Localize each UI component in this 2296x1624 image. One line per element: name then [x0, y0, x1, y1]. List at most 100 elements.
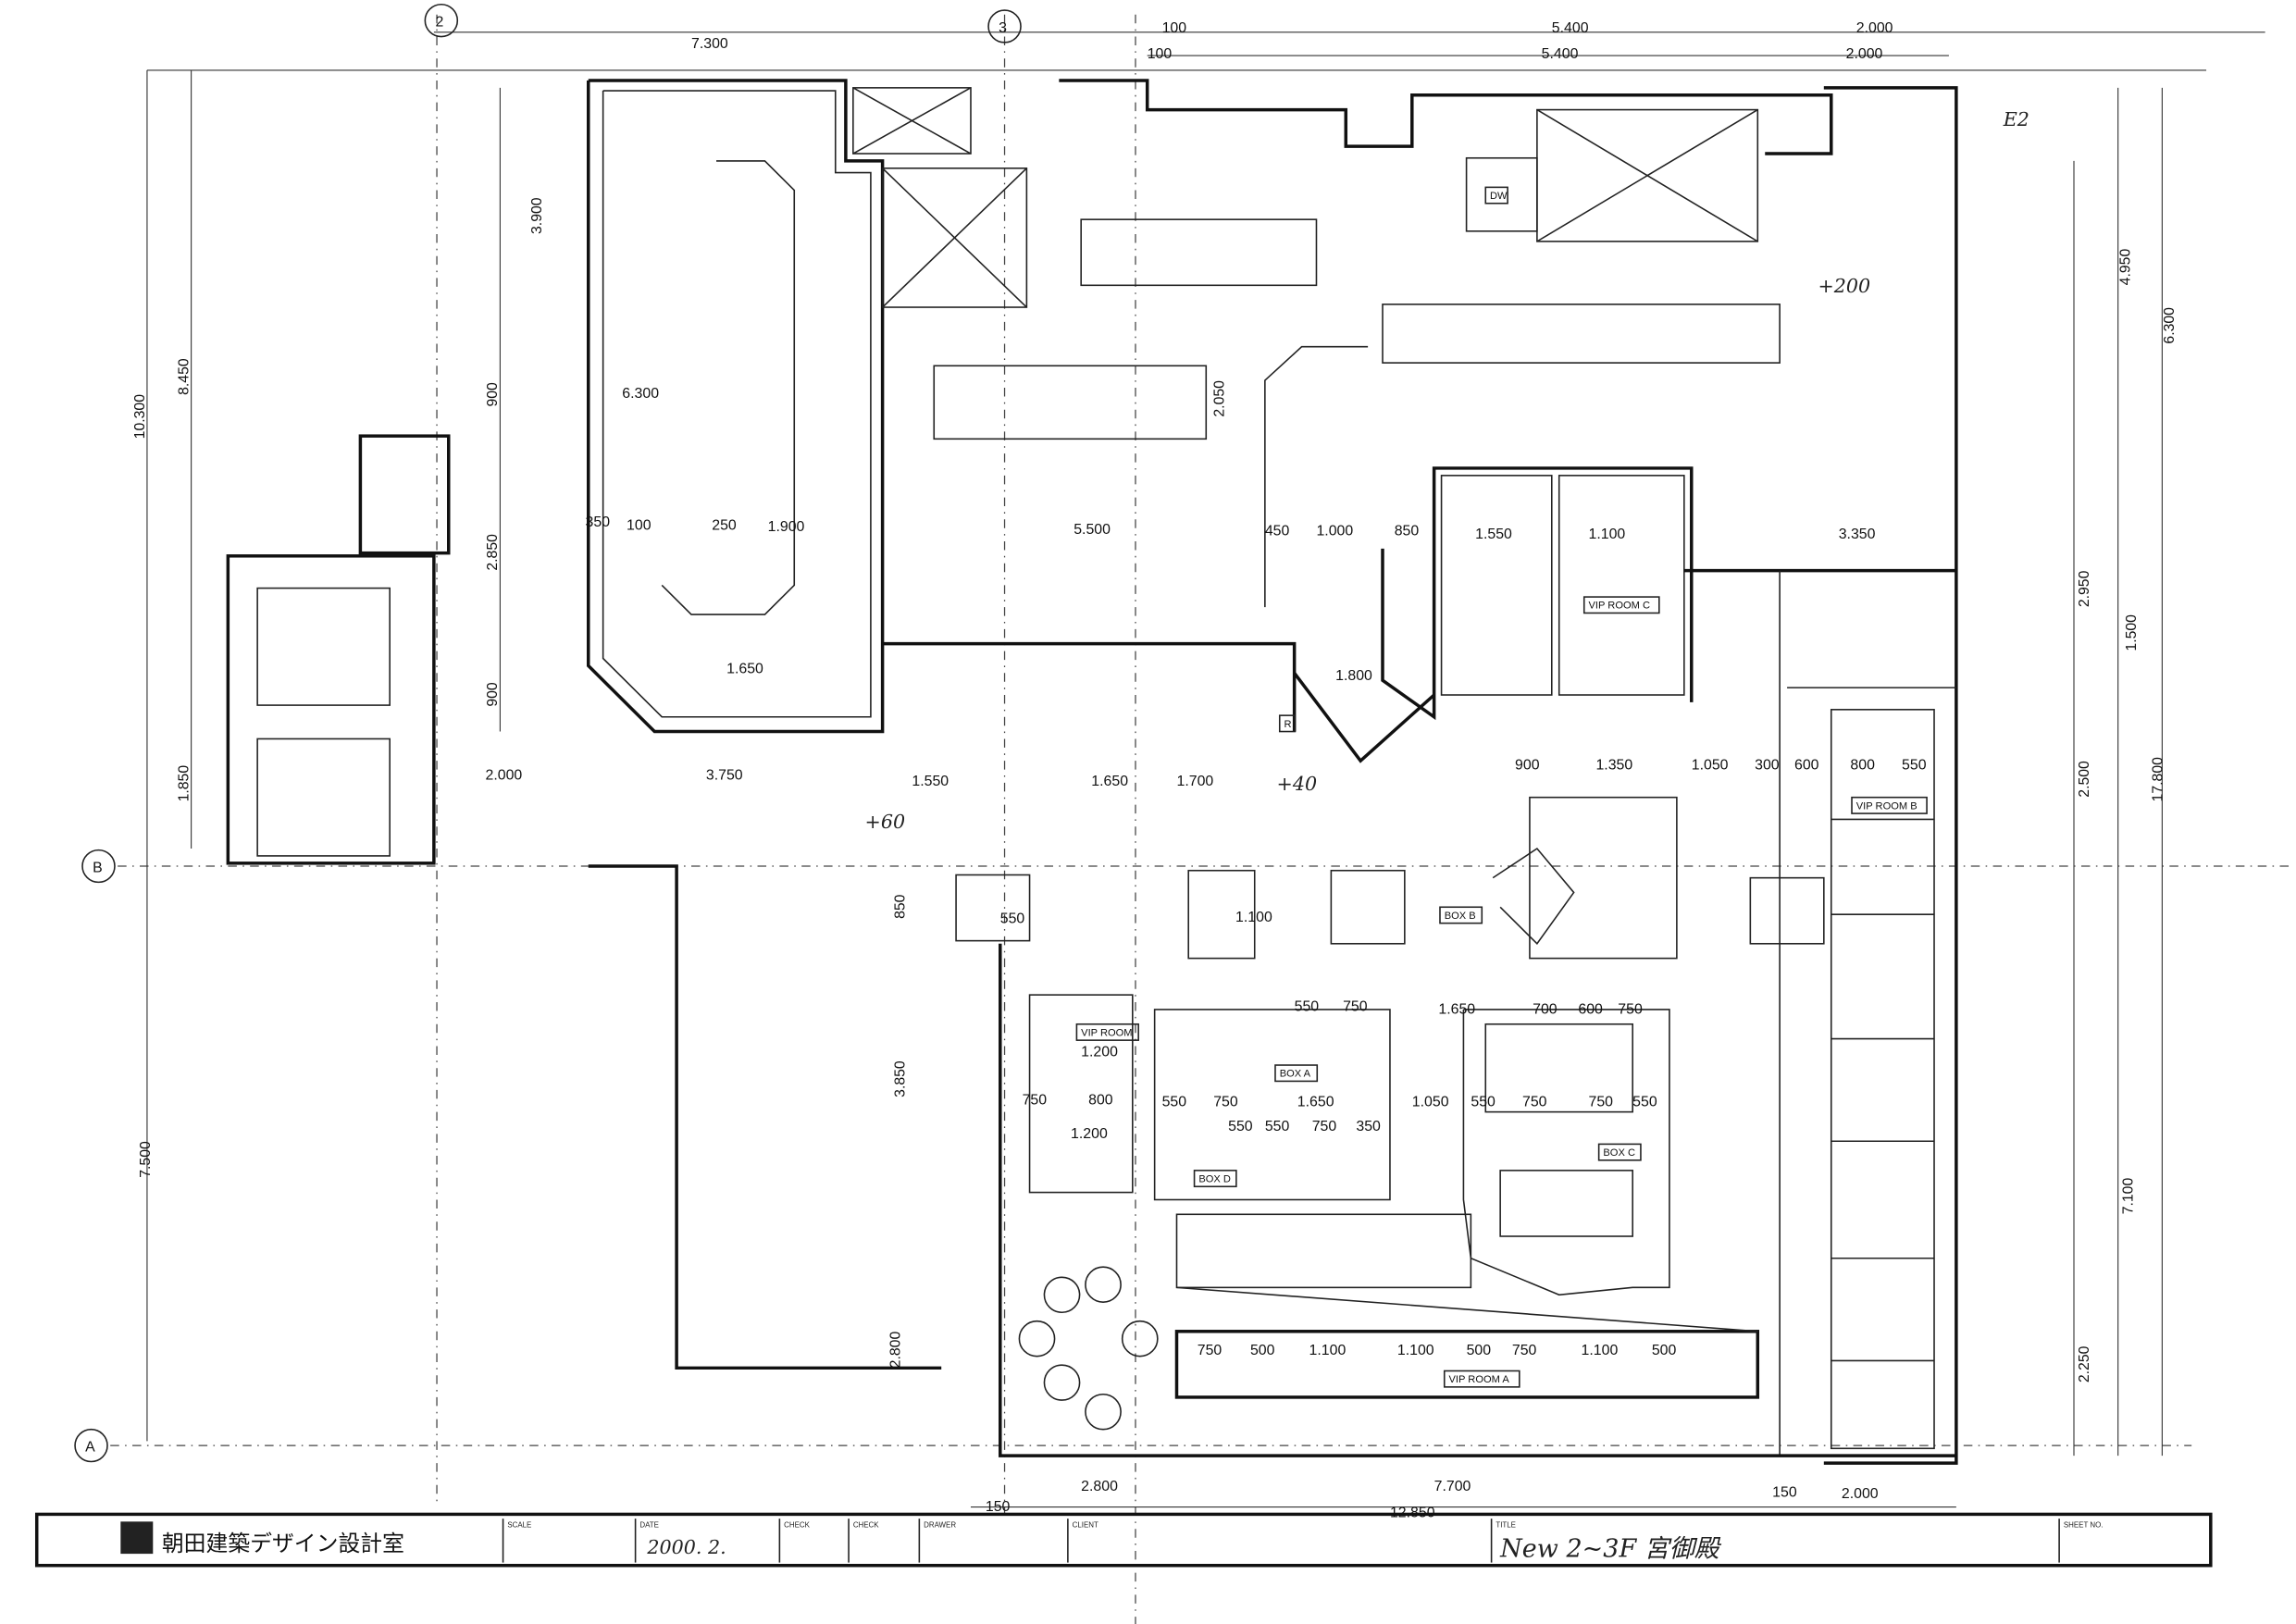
dimension-label: 300 — [1755, 758, 1780, 774]
dimension-label: 750 — [1213, 1094, 1238, 1110]
dimension-labels: 7.300 100 5.400 2.000 100 5.400 2.000 3.900 10.3… — [132, 20, 2178, 1521]
dimension-label: 1.200 — [1081, 1045, 1118, 1060]
room-label-frame — [1851, 796, 1928, 814]
dimension-label: 250 — [712, 517, 737, 533]
dimension-label: 100 — [1162, 20, 1187, 36]
grid-lines — [110, 14, 2295, 1624]
dimension-label: 700 — [1533, 1002, 1558, 1018]
dimension-label: 5.500 — [1074, 522, 1111, 538]
sheet-no-label: SHEET NO. — [2064, 1521, 2104, 1530]
drawer-label: DRAWER — [924, 1521, 956, 1530]
scale-label: SCALE — [507, 1521, 531, 1530]
dimension-label: 100 — [1148, 46, 1173, 62]
dimension-label: 1.550 — [912, 774, 949, 789]
dimension-label: 5.400 — [1552, 20, 1589, 36]
dimension-label: 3.750 — [706, 768, 743, 784]
dimension-label: 7.300 — [691, 36, 728, 52]
dimension-label: 150 — [986, 1499, 1011, 1515]
dimension-label: 1.900 — [768, 519, 805, 535]
dimension-label: 800 — [1850, 758, 1875, 774]
dimension-label: 550 — [1471, 1094, 1496, 1110]
dimension-label: 6.300 — [622, 386, 659, 402]
dimension-label: 3.350 — [1839, 527, 1876, 542]
client-label: CLIENT — [1073, 1521, 1098, 1530]
dimension-label: 3.850 — [892, 1060, 908, 1097]
dimension-label: 350 — [586, 514, 611, 530]
dimension-label: 1.500 — [2124, 614, 2140, 651]
dimension-label: 10.300 — [132, 394, 148, 440]
dimension-label: 750 — [1589, 1094, 1614, 1110]
dimension-label: 7.500 — [138, 1141, 154, 1178]
dimension-label: 1.100 — [1309, 1343, 1347, 1358]
room-label-frame — [1274, 1064, 1319, 1083]
dimension-label: 500 — [1467, 1343, 1492, 1358]
dimension-label: 1.700 — [1176, 774, 1213, 789]
room-label-frame — [1193, 1170, 1237, 1188]
room-label-frame — [1484, 186, 1508, 205]
room-label: DW — [1490, 191, 1508, 202]
dimension-label: 3.900 — [529, 197, 545, 234]
dimension-label: 750 — [1512, 1343, 1537, 1358]
check-label: CHECK — [784, 1521, 810, 1530]
dimension-label: 7.100 — [2121, 1178, 2137, 1215]
dimension-label: 350 — [1356, 1119, 1381, 1134]
dimension-label: 550 — [1228, 1119, 1253, 1134]
dimension-label: 2.000 — [1856, 20, 1893, 36]
room-label-frame — [1439, 906, 1483, 924]
company-name: 朝田建築デザイン設計室 — [162, 1531, 404, 1556]
dimension-label: 750 — [1198, 1343, 1222, 1358]
dimension-label: 2.000 — [1846, 46, 1883, 62]
dimension-label: 1.050 — [1412, 1094, 1449, 1110]
dimension-label: 900 — [485, 682, 501, 707]
dimension-label: 450 — [1265, 524, 1290, 539]
handwritten-note: +200 — [1818, 275, 1870, 297]
dimension-label: 1.800 — [1335, 668, 1372, 684]
room-label-frame — [1597, 1143, 1642, 1161]
dimension-label: 1.100 — [1235, 910, 1272, 925]
dimension-label: 2.500 — [2077, 761, 2092, 798]
dimension-label: 750 — [1618, 1002, 1643, 1018]
dimension-label: 550 — [1902, 758, 1927, 774]
dimension-label: 800 — [1088, 1093, 1113, 1109]
room-label: R — [1285, 719, 1292, 730]
grid-marker-a: A — [85, 1439, 95, 1455]
dimension-label: 2.800 — [1081, 1479, 1118, 1494]
grid-marker-3: 3 — [999, 20, 1007, 36]
dimension-label: 1.000 — [1316, 524, 1353, 539]
company-logo-mark — [120, 1521, 154, 1555]
room-label: BOX D — [1198, 1174, 1231, 1185]
room-label: BOX B — [1445, 911, 1476, 922]
dimension-label: 750 — [1343, 999, 1368, 1015]
handwritten-note: +60 — [865, 811, 906, 833]
dimension-label: 1.200 — [1071, 1126, 1108, 1142]
dimension-label: 850 — [1395, 524, 1420, 539]
dimension-label: 2.250 — [2077, 1345, 2092, 1382]
dimension-label: 550 — [1295, 999, 1320, 1015]
room-label-frame — [1278, 714, 1297, 733]
title-value: New 2~3F 宮御殿 — [1499, 1534, 1722, 1563]
dimension-label: 750 — [1023, 1093, 1048, 1109]
dimension-label: 8.450 — [176, 358, 192, 395]
date-label: DATE — [639, 1521, 659, 1530]
grid-marker-b: B — [93, 860, 103, 875]
room-label: VIP ROOM — [1081, 1027, 1132, 1038]
dimension-label: 600 — [1578, 1002, 1603, 1018]
dimension-label: 550 — [1000, 911, 1025, 927]
dimension-label: 1.050 — [1692, 758, 1729, 774]
check2-label: CHECK — [853, 1521, 879, 1530]
title-label: TITLE — [1496, 1521, 1516, 1530]
dimension-label: 500 — [1652, 1343, 1677, 1358]
dimension-label: 4.950 — [2117, 249, 2133, 286]
dimension-label: 5.400 — [1542, 46, 1579, 62]
grid-marker-2: 2 — [435, 14, 443, 30]
dimension-label: 550 — [1265, 1119, 1290, 1134]
room-label: BOX A — [1280, 1069, 1311, 1080]
dimension-label: 2.050 — [1211, 380, 1227, 417]
dimension-label: 1.850 — [176, 765, 192, 802]
room-label-frame — [1582, 596, 1660, 614]
handwritten-note: E2 — [2003, 108, 2029, 130]
dimension-label: 600 — [1794, 758, 1819, 774]
